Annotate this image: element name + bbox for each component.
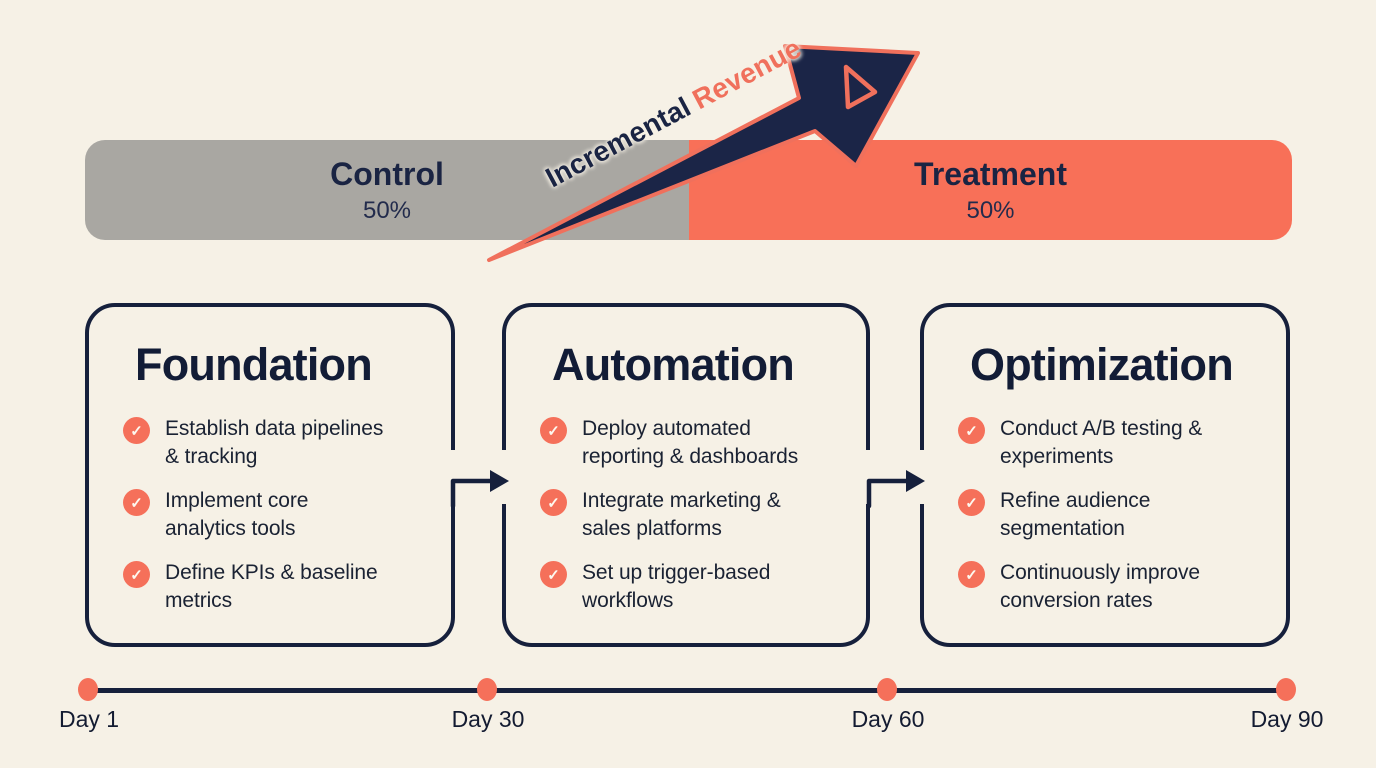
timeline-dot-day-1: [78, 678, 98, 701]
phase-card-automation: Automation ✓ Deploy automated reporting …: [502, 303, 870, 647]
treatment-share: 50%: [966, 196, 1015, 224]
control-share: 50%: [362, 196, 412, 224]
phase-card-foundation: Foundation ✓ Establish data pipelines & …: [85, 303, 455, 647]
checklist-item: ✓ Conduct A/B testing & experiments: [958, 415, 1260, 471]
timeline-label-day-90: Day 90: [1250, 706, 1324, 732]
phase-title: Optimization: [970, 339, 1234, 390]
item-text: Continuously improve conversion rates: [1000, 561, 1200, 612]
arrowhead-inner-triangle-icon: [843, 64, 878, 110]
item-text: Implement core analytics tools: [165, 489, 309, 540]
checklist-item: ✓ Continuously improve conversion rates: [958, 559, 1260, 615]
checklist-item: ✓ Integrate marketing & sales platforms: [540, 487, 840, 543]
item-text: Set up trigger-based workflows: [582, 561, 771, 612]
timeline-label-day-60: Day 60: [851, 706, 925, 732]
item-text: Deploy automated reporting & dashboards: [582, 417, 799, 468]
item-text: Refine audience segmentation: [1000, 489, 1151, 540]
timeline-label-day-1: Day 1: [58, 706, 120, 732]
item-text: Conduct A/B testing & experiments: [1000, 417, 1203, 468]
item-text: Establish data pipelines & tracking: [165, 417, 384, 468]
checklist-item: ✓ Define KPIs & baseline metrics: [123, 559, 425, 615]
split-test-bar: Control 50% Treatment 50%: [85, 140, 1292, 240]
checklist-item: ✓ Set up trigger-based workflows: [540, 559, 840, 615]
phase-title: Automation: [552, 339, 795, 390]
check-icon: ✓: [123, 561, 150, 588]
phase-title: Foundation: [135, 339, 373, 390]
phase-card-optimization: Optimization ✓ Conduct A/B testing & exp…: [920, 303, 1290, 647]
checklist-item: ✓ Refine audience segmentation: [958, 487, 1260, 543]
check-icon: ✓: [540, 561, 567, 588]
check-icon: ✓: [123, 489, 150, 516]
timeline-line: [88, 688, 1286, 693]
arrow-label-revenue: Revenue: [687, 32, 807, 116]
timeline-label-day-30: Day 30: [451, 706, 525, 732]
timeline-dot-day-30: [477, 678, 497, 701]
item-text: Define KPIs & baseline metrics: [165, 561, 378, 612]
treatment-label: Treatment: [914, 155, 1067, 192]
checklist-item: ✓ Implement core analytics tools: [123, 487, 425, 543]
connector-arrow-2: [866, 478, 911, 509]
timeline-dot-day-60: [877, 678, 897, 701]
control-label: Control: [330, 155, 444, 192]
check-icon: ✓: [958, 489, 985, 516]
check-icon: ✓: [958, 417, 985, 444]
check-icon: ✓: [958, 561, 985, 588]
connector-arrow-1: [450, 478, 495, 509]
treatment-segment: Treatment 50%: [689, 140, 1292, 240]
item-text: Integrate marketing & sales platforms: [582, 489, 781, 540]
checklist-item: ✓ Establish data pipelines & tracking: [123, 415, 425, 471]
check-icon: ✓: [123, 417, 150, 444]
check-icon: ✓: [540, 489, 567, 516]
timeline-dot-day-90: [1276, 678, 1296, 701]
checklist-item: ✓ Deploy automated reporting & dashboard…: [540, 415, 840, 471]
check-icon: ✓: [540, 417, 567, 444]
